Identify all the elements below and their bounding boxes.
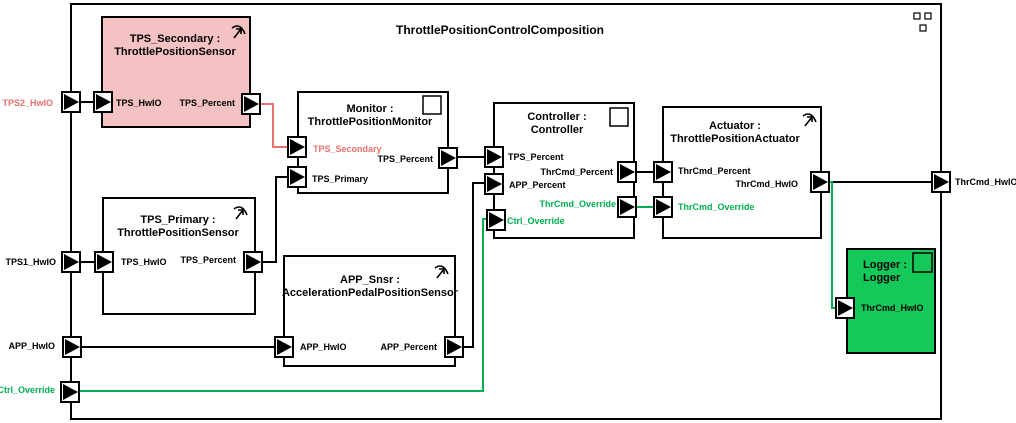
- component-controller[interactable]: Controller : Controller TPS_Percent APP_…: [484, 102, 637, 239]
- port-icon[interactable]: [931, 171, 951, 193]
- component-type: AccelerationPedalPositionSensor: [282, 287, 459, 299]
- application-icon: [422, 95, 442, 115]
- wire-app-percent[interactable]: [462, 182, 486, 348]
- application-icon: [609, 107, 629, 127]
- port-label: ThrCmd_HwIO: [735, 179, 798, 189]
- port-label: TPS_Percent: [508, 152, 564, 162]
- port-icon[interactable]: [241, 93, 261, 115]
- connectors: [80, 101, 933, 392]
- outer-port-tps1[interactable]: TPS1_HwIO: [5, 251, 81, 273]
- component-logger[interactable]: Logger : Logger ThrCmd_HwIO: [835, 248, 936, 354]
- port-icon[interactable]: [287, 136, 307, 158]
- component-name: Logger :: [863, 259, 907, 271]
- application-icon: [912, 252, 933, 273]
- port-icon[interactable]: [653, 196, 673, 218]
- port-icon[interactable]: [484, 146, 504, 168]
- wire-tps-primary[interactable]: [262, 176, 290, 263]
- component-tps-secondary[interactable]: TPS_Secondary : ThrottlePositionSensor T…: [93, 16, 261, 128]
- port-icon[interactable]: [62, 336, 82, 358]
- port-label: Ctrl_Override: [0, 385, 55, 395]
- port-label: ThrCmd_Override: [678, 202, 755, 212]
- wire-logger[interactable]: [829, 181, 836, 309]
- port-label: TPS_Primary: [312, 174, 368, 184]
- port-label: APP_Percent: [380, 342, 437, 352]
- port-icon[interactable]: [444, 336, 464, 358]
- outer-port-app[interactable]: APP_HwIO: [8, 336, 82, 358]
- port-label: APP_Percent: [509, 180, 566, 190]
- port-icon[interactable]: [810, 171, 830, 193]
- port-label: ThrCmd_Override: [539, 199, 616, 209]
- component-type: ThrottlePositionActuator: [670, 133, 800, 145]
- wire-tps-secondary[interactable]: [261, 103, 290, 148]
- component-type: Controller: [531, 124, 584, 136]
- port-icon[interactable]: [61, 251, 81, 273]
- port-label: ThrCmd_Percent: [540, 167, 613, 177]
- component-type: ThrottlePositionSensor: [117, 227, 239, 239]
- component-type: ThrottlePositionMonitor: [308, 116, 433, 128]
- port-label: APP_HwIO: [8, 341, 55, 351]
- port-icon[interactable]: [60, 381, 80, 403]
- component-name: Controller :: [527, 111, 586, 123]
- component-name: APP_Snsr :: [340, 274, 400, 286]
- port-label: TPS2_HwIO: [2, 98, 53, 108]
- outer-port-ctrl-override[interactable]: Ctrl_Override: [0, 381, 80, 403]
- port-icon[interactable]: [287, 166, 307, 188]
- port-icon[interactable]: [93, 91, 113, 113]
- port-label: ThrCmd_HwIO: [861, 303, 924, 313]
- port-label: TPS_Percent: [180, 255, 236, 265]
- component-app-snsr[interactable]: APP_Snsr : AccelerationPedalPositionSens…: [274, 255, 464, 367]
- port-label: APP_HwIO: [300, 342, 347, 352]
- component-tps-primary[interactable]: TPS_Primary : ThrottlePositionSensor TPS…: [94, 197, 263, 315]
- component-actuator[interactable]: Actuator : ThrottlePositionActuator ThrC…: [653, 106, 830, 239]
- port-label: ThrCmd_Percent: [678, 166, 751, 176]
- port-label: TPS_Percent: [179, 98, 235, 108]
- component-type: Logger: [863, 272, 901, 284]
- port-label: ThrCmd_HwIO: [955, 177, 1016, 187]
- port-icon[interactable]: [653, 161, 673, 183]
- component-name: Monitor :: [346, 103, 393, 115]
- port-label: TPS_HwIO: [116, 98, 162, 108]
- component-name: Actuator :: [709, 120, 761, 132]
- component-name: TPS_Secondary :: [130, 33, 220, 45]
- outer-port-tps2[interactable]: TPS2_HwIO: [2, 91, 81, 113]
- component-type: ThrottlePositionSensor: [114, 46, 236, 58]
- composition-icon: [913, 12, 932, 32]
- port-label: Ctrl_Override: [507, 216, 565, 226]
- port-icon[interactable]: [617, 196, 637, 218]
- port-icon[interactable]: [274, 336, 294, 358]
- port-label: TPS_Secondary: [313, 144, 382, 154]
- port-icon[interactable]: [486, 209, 506, 231]
- port-label: TPS_HwIO: [121, 257, 167, 267]
- port-icon[interactable]: [835, 297, 855, 319]
- composition-title: ThrottlePositionControlComposition: [396, 23, 604, 37]
- wire-ctrl-override[interactable]: [80, 218, 488, 392]
- port-label: TPS_Percent: [377, 154, 433, 164]
- component-monitor[interactable]: Monitor : ThrottlePositionMonitor TPS_Se…: [287, 91, 458, 194]
- port-label: TPS1_HwIO: [5, 257, 56, 267]
- port-icon[interactable]: [438, 147, 458, 169]
- component-name: TPS_Primary :: [140, 214, 215, 226]
- port-icon[interactable]: [484, 173, 504, 195]
- port-icon[interactable]: [61, 91, 81, 113]
- port-icon[interactable]: [94, 251, 114, 273]
- outer-port-thrcmd[interactable]: ThrCmd_HwIO: [931, 171, 1016, 193]
- port-icon[interactable]: [243, 251, 263, 273]
- port-icon[interactable]: [617, 161, 637, 183]
